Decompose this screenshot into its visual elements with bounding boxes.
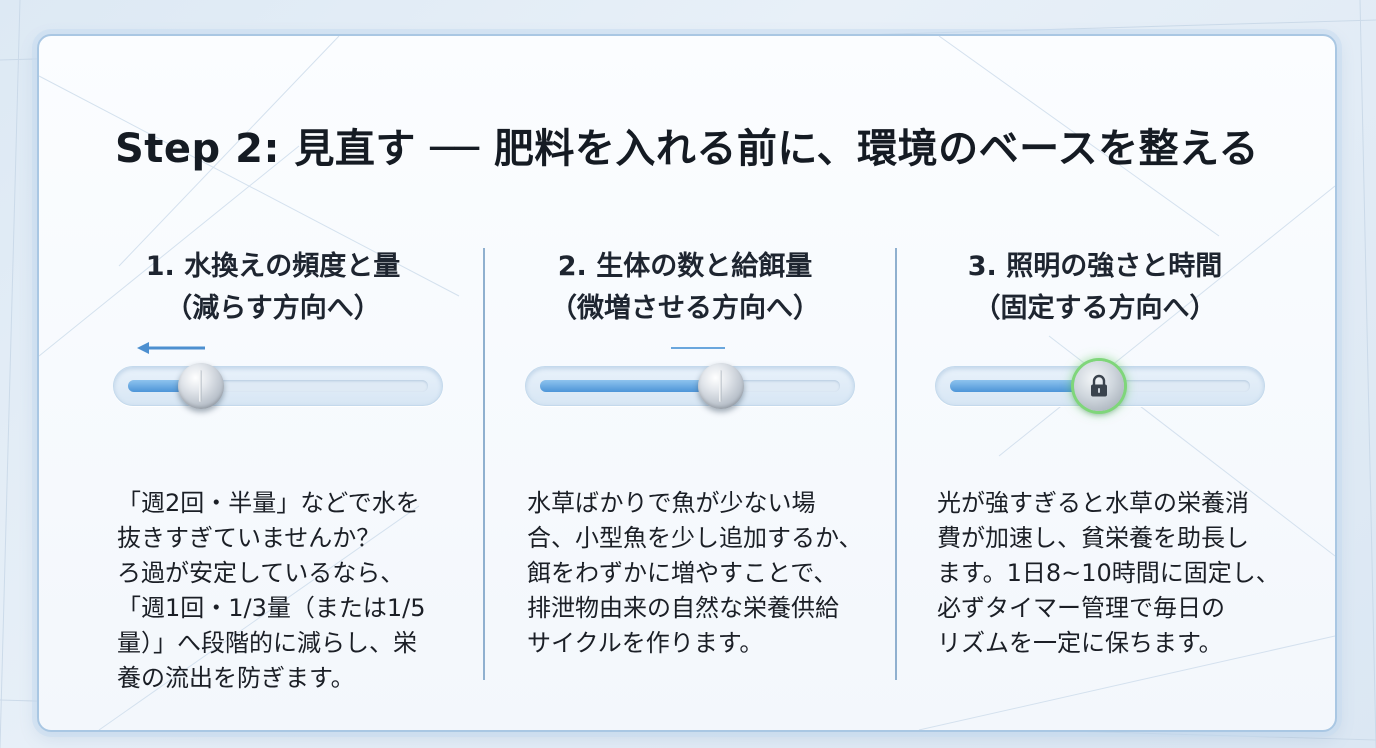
column-heading: 1. 水換えの頻度と量 （減らす方向へ） [145,251,401,324]
column-divider [895,248,897,680]
column-description: 水草ばかりで魚が少ない場 合、小型魚を少し追加するか、 餌をわずかに増やすことで… [527,489,863,657]
page-title: Step 2: 見直す ── 肥料を入れる前に、環境のベースを整える [115,126,1259,172]
slider-track[interactable] [525,366,855,406]
slider-knob[interactable] [178,363,224,409]
column-divider [483,248,485,680]
column-water-change: 1. 水換えの頻度と量 （減らす方向へ） 「週2回・半量」などで水を 抜きすぎて… [93,246,453,692]
column-lighting: 3. 照明の強さと時間 （固定する方向へ） 光が強すぎると水草の栄養消 費が加速… [915,246,1280,657]
slider-knob[interactable] [698,363,744,409]
locked-slider-knob[interactable] [1074,361,1124,411]
column-heading: 3. 照明の強さと時間 （固定する方向へ） [967,251,1223,324]
column-livestock-feeding: 2. 生体の数と給餌量 （微増させる方向へ） 水草ばかりで魚が少ない場 合、小型… [505,246,865,657]
slider-track[interactable] [113,366,443,406]
step-card: Step 2: 見直す ── 肥料を入れる前に、環境のベースを整える 1. 水換… [37,34,1337,732]
slight-increase-indicator [671,347,725,349]
column-description: 「週2回・半量」などで水を 抜きすぎていませんか？ ろ過が安定しているなら、 「… [117,489,426,692]
column-heading: 2. 生体の数と給餌量 （微増させる方向へ） [550,251,820,324]
arrow-left-icon [137,342,205,354]
padlock-icon [1091,374,1107,397]
card-network-decoration [39,36,1335,730]
column-description: 光が強すぎると水草の栄養消 費が加速し、貧栄養を助長し ます。1日8~10時間に… [937,489,1280,657]
